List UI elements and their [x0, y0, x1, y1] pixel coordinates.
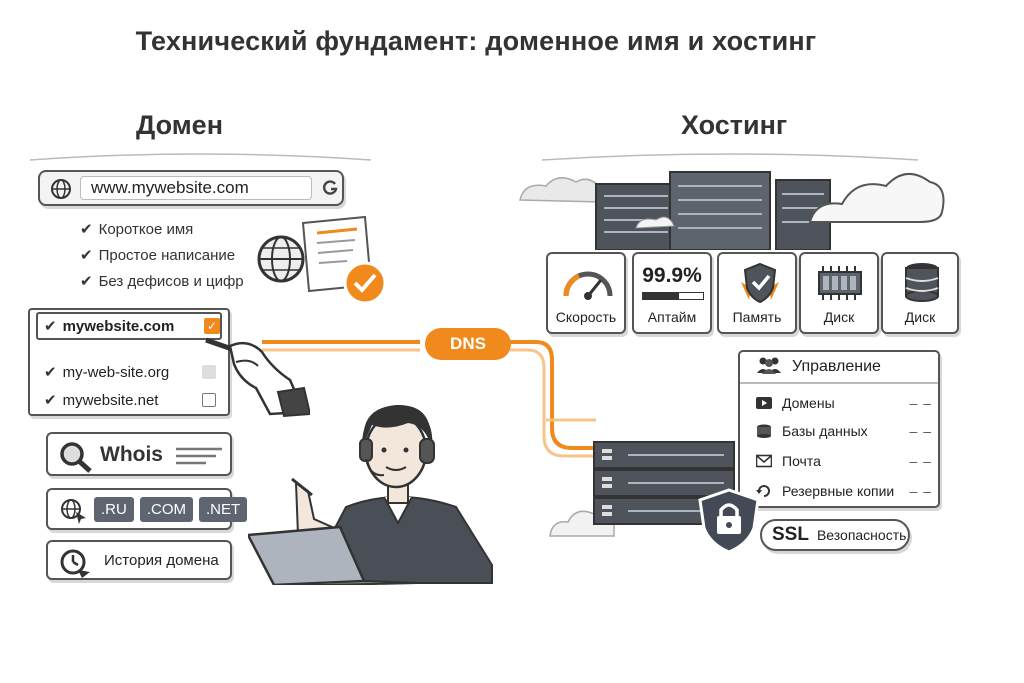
url-input[interactable]: www.mywebsite.com — [80, 176, 312, 200]
whois-card[interactable]: Whois — [46, 432, 232, 476]
management-item-mail[interactable]: Почта– – — [756, 448, 932, 474]
hand-pen-icon — [205, 337, 310, 418]
management-item-backups[interactable]: Резервные копии– – — [756, 478, 932, 504]
tld-list: .RU .COM .NET — [94, 497, 253, 522]
url-bar[interactable]: www.mywebsite.com — [38, 170, 344, 206]
dns-badge: DNS — [425, 328, 511, 360]
management-panel: Управление Домены– – Базы данных– – Почт… — [738, 350, 940, 508]
management-title: Управление — [792, 358, 881, 375]
ssl-label: SSL — [772, 524, 809, 545]
metric-label: Память — [732, 309, 782, 325]
check-icon: ✔ — [80, 247, 93, 264]
check-icon: ✔ — [80, 273, 93, 290]
domain-options-panel: ✔mywebsite.com ✓ ✔my-web-site.org ✔myweb… — [28, 308, 230, 416]
tld-badge-com[interactable]: .COM — [139, 497, 194, 522]
domain-option[interactable]: ✔my-web-site.org — [36, 358, 216, 386]
magnifier-icon — [58, 440, 94, 479]
checkbox-checked[interactable]: ✓ — [204, 318, 220, 334]
check-icon: ✔ — [44, 364, 57, 381]
tld-card: .RU .COM .NET — [46, 488, 248, 530]
database-icon — [905, 263, 939, 302]
security-label: Везопасность — [816, 527, 907, 543]
checkbox[interactable] — [202, 393, 216, 407]
hosting-heading: Хостинг — [681, 110, 788, 140]
domain-option[interactable]: ✔mywebsite.net — [36, 386, 216, 414]
metric-uptime: 99.9% Аптайм — [632, 252, 712, 334]
domain-option-selected[interactable]: ✔mywebsite.com ✓ — [36, 312, 222, 340]
metric-memory: Память — [717, 252, 797, 334]
database-icon — [757, 424, 771, 438]
domain-heading: Домен — [136, 110, 223, 140]
document-globe-check-icon — [257, 215, 387, 305]
globe-cursor-icon — [60, 498, 88, 529]
hosting-heading-underline — [541, 153, 919, 161]
metric-label: Скорость — [555, 309, 617, 325]
page-title: Технический фундамент: доменное имя и хо… — [135, 26, 817, 56]
shield-check-icon — [741, 262, 779, 304]
lock-shield-icon — [698, 488, 760, 554]
uptime-value: 99.9% — [642, 264, 702, 287]
chip-icon — [818, 266, 862, 300]
refresh-icon[interactable] — [320, 178, 340, 203]
mail-icon — [756, 454, 772, 468]
server-racks-cloud-illustration — [519, 171, 945, 250]
history-label: История домена — [104, 552, 219, 569]
management-header: Управление — [740, 352, 938, 384]
globe-icon — [50, 178, 72, 205]
metric-storage: Диск — [881, 252, 959, 334]
clock-icon — [58, 546, 92, 585]
ssl-security-badge: SSL Везопасность — [760, 519, 910, 551]
bullet-no-hyphens: ✔Без дефисов и цифр — [80, 273, 244, 290]
metric-speed: Скорость — [546, 252, 626, 334]
users-icon — [756, 356, 782, 379]
management-item-databases[interactable]: Базы данных– – — [756, 418, 932, 444]
bullet-simple-spelling: ✔Простое написание — [80, 247, 236, 264]
text-lines-icon — [176, 447, 222, 465]
whois-label: Whois — [100, 443, 163, 466]
check-icon: ✔ — [44, 318, 57, 335]
play-icon — [756, 397, 772, 409]
tld-badge-net[interactable]: .NET — [199, 497, 248, 522]
metric-disk: Диск — [799, 252, 879, 334]
management-item-domains[interactable]: Домены– – — [756, 390, 932, 416]
backup-icon — [756, 485, 770, 497]
tld-badge-ru[interactable]: .RU — [94, 497, 134, 522]
uptime-bar-icon — [642, 292, 704, 300]
domain-heading-underline — [29, 153, 372, 161]
check-icon: ✔ — [80, 221, 93, 238]
metric-label: Диск — [904, 309, 936, 325]
check-icon: ✔ — [44, 392, 57, 409]
checkbox[interactable] — [202, 365, 216, 379]
bullet-short-name: ✔Короткое имя — [80, 221, 194, 238]
metric-label: Аптайм — [647, 309, 697, 325]
speedometer-icon — [563, 271, 613, 300]
metric-label: Диск — [823, 309, 855, 325]
history-card[interactable]: История домена — [46, 540, 232, 580]
person-laptop-illustration — [248, 404, 493, 585]
